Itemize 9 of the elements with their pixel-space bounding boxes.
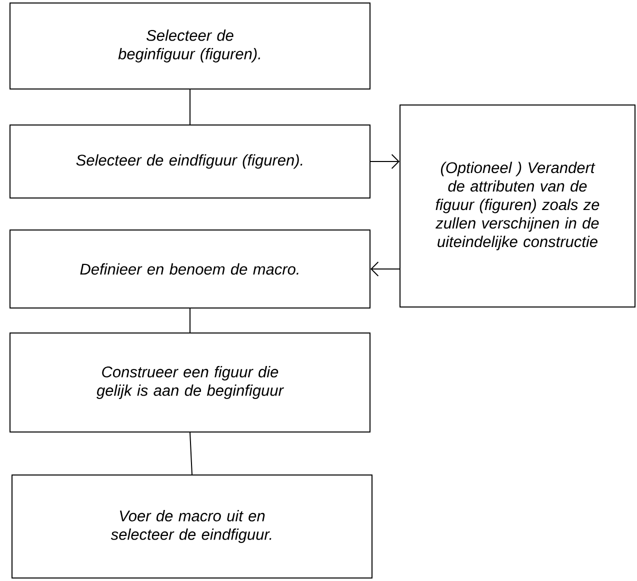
process-box: Definieer en benoem de macro. (10, 230, 370, 308)
process-box: Selecteer de beginfiguur (figuren). (10, 2, 370, 90)
process-box: Voer de macro uit en selecteer de eindfiguur. (12, 474, 372, 578)
arrow (370, 154, 400, 169)
process-box: Construeer een figuur die gelijk is aan de beginfiguur (10, 332, 370, 432)
process-box: (Optioneel ) Verandert de attributen van de figuur (figuren) zoals ze zullen verschijnen in de uiteindelijke constructie (400, 104, 636, 308)
arrow (370, 262, 400, 276)
connector-line (190, 432, 192, 475)
process-box: Selecteer de eindfiguur (figuren). (10, 124, 370, 198)
